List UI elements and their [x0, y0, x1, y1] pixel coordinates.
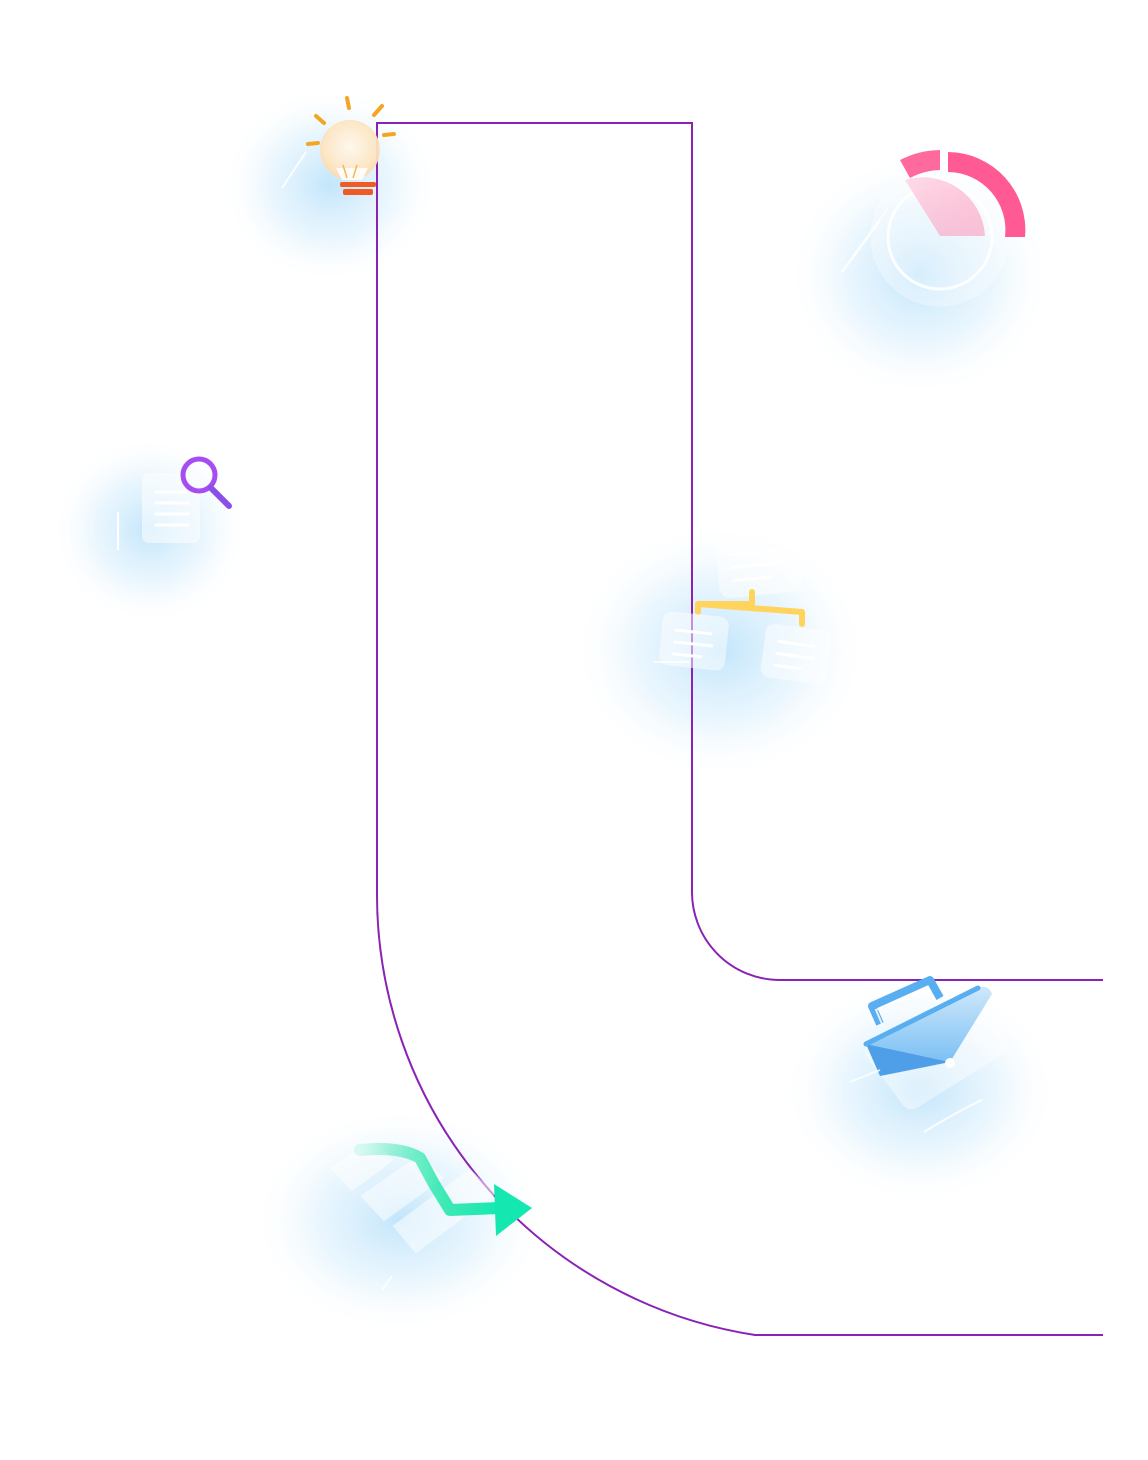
pie-chart-icon [840, 150, 1026, 307]
lightbulb-icon [281, 96, 396, 195]
glow-briefcase [780, 975, 1060, 1205]
org-chart-icon [654, 527, 832, 685]
growth-steps-arrow-icon [330, 1138, 532, 1291]
glow-bulb [220, 85, 440, 285]
road-inner-line [377, 122, 1103, 981]
document-search-icon [117, 456, 232, 550]
glow-arrow [250, 1105, 550, 1335]
briefcase-icon [849, 976, 1008, 1133]
